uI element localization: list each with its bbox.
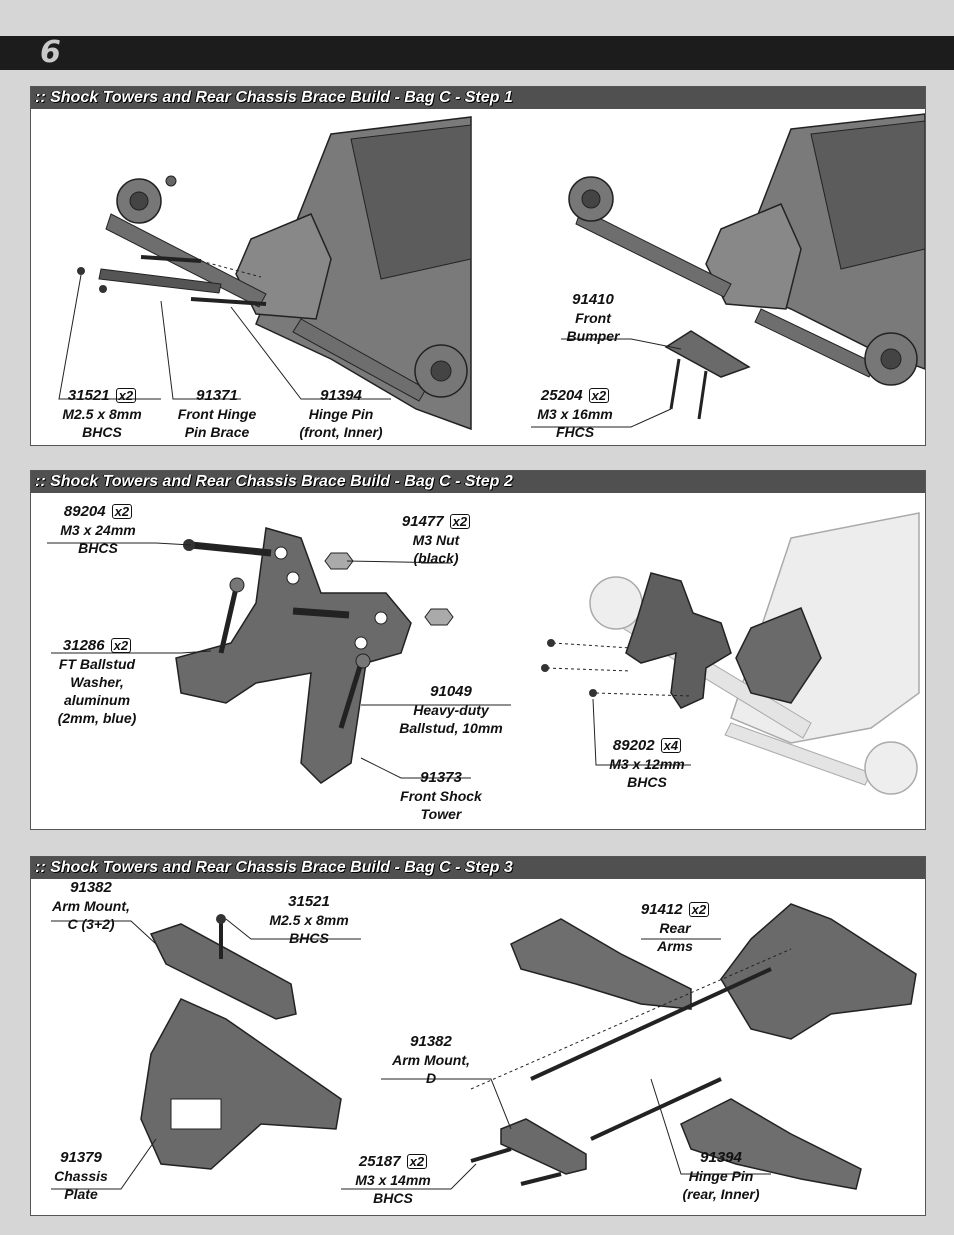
front-shock-tower-installed	[625, 572, 732, 709]
front-bumper	[664, 330, 751, 378]
page-header-band	[0, 36, 954, 70]
callout-91382-d: 91382 Arm Mount, D	[392, 1033, 470, 1086]
front-shock-tower-exploded	[175, 527, 412, 784]
chassis-plate	[140, 998, 342, 1170]
step-1-title: :: Shock Towers and Rear Chassis Brace B…	[31, 87, 925, 109]
callout-91394-rear: 91394 Hinge Pin (rear, Inner)	[682, 1149, 760, 1202]
page-number: 6	[40, 35, 61, 70]
quantity-badge: x4	[660, 738, 682, 753]
step-2-illustration	[47, 512, 920, 795]
bulkhead-right	[705, 203, 802, 310]
callout-91394-front: 91394 Hinge Pin (front, Inner)	[299, 387, 383, 440]
rear-chassis-plate	[720, 903, 917, 1040]
step-2-title: :: Shock Towers and Rear Chassis Brace B…	[31, 471, 925, 493]
callout-91382-c: 91382 Arm Mount, C (3+2)	[52, 879, 130, 932]
step-3-panel: :: Shock Towers and Rear Chassis Brace B…	[30, 856, 926, 1216]
step-2-panel: :: Shock Towers and Rear Chassis Brace B…	[30, 470, 926, 830]
callout-91049: 91049 Heavy-duty Ballstud, 10mm	[399, 683, 503, 736]
quantity-badge: x2	[115, 388, 137, 403]
arm-mount-d	[500, 1118, 587, 1175]
step-3-illustration	[51, 903, 917, 1190]
step-3-title: :: Shock Towers and Rear Chassis Brace B…	[31, 857, 925, 879]
callout-91410: 91410 Front Bumper	[566, 291, 620, 344]
quantity-badge: x2	[688, 902, 710, 917]
quantity-badge: x2	[110, 638, 132, 653]
rear-arm-upper	[510, 918, 692, 1010]
hinge-pin-brace	[98, 268, 222, 294]
quantity-badge: x2	[406, 1154, 428, 1169]
bulkhead-installed	[735, 607, 822, 704]
callout-91373: 91373 Front Shock Tower	[400, 769, 482, 822]
quantity-badge: x2	[111, 504, 133, 519]
callout-31521-step3: 31521 M2.5 x 8mm BHCS	[269, 893, 349, 946]
quantity-badge: x2	[588, 388, 610, 403]
callout-91379: 91379 Chassis Plate	[54, 1149, 108, 1202]
quantity-badge: x2	[449, 514, 471, 529]
arm-mount-c	[149, 923, 297, 1020]
step-1-illustration	[58, 113, 925, 431]
callout-91371: 91371 Front Hinge Pin Brace	[177, 387, 257, 440]
rear-arm-lower	[680, 1098, 862, 1190]
top-margin	[0, 0, 954, 32]
step-1-panel: :: Shock Towers and Rear Chassis Brace B…	[30, 86, 926, 446]
